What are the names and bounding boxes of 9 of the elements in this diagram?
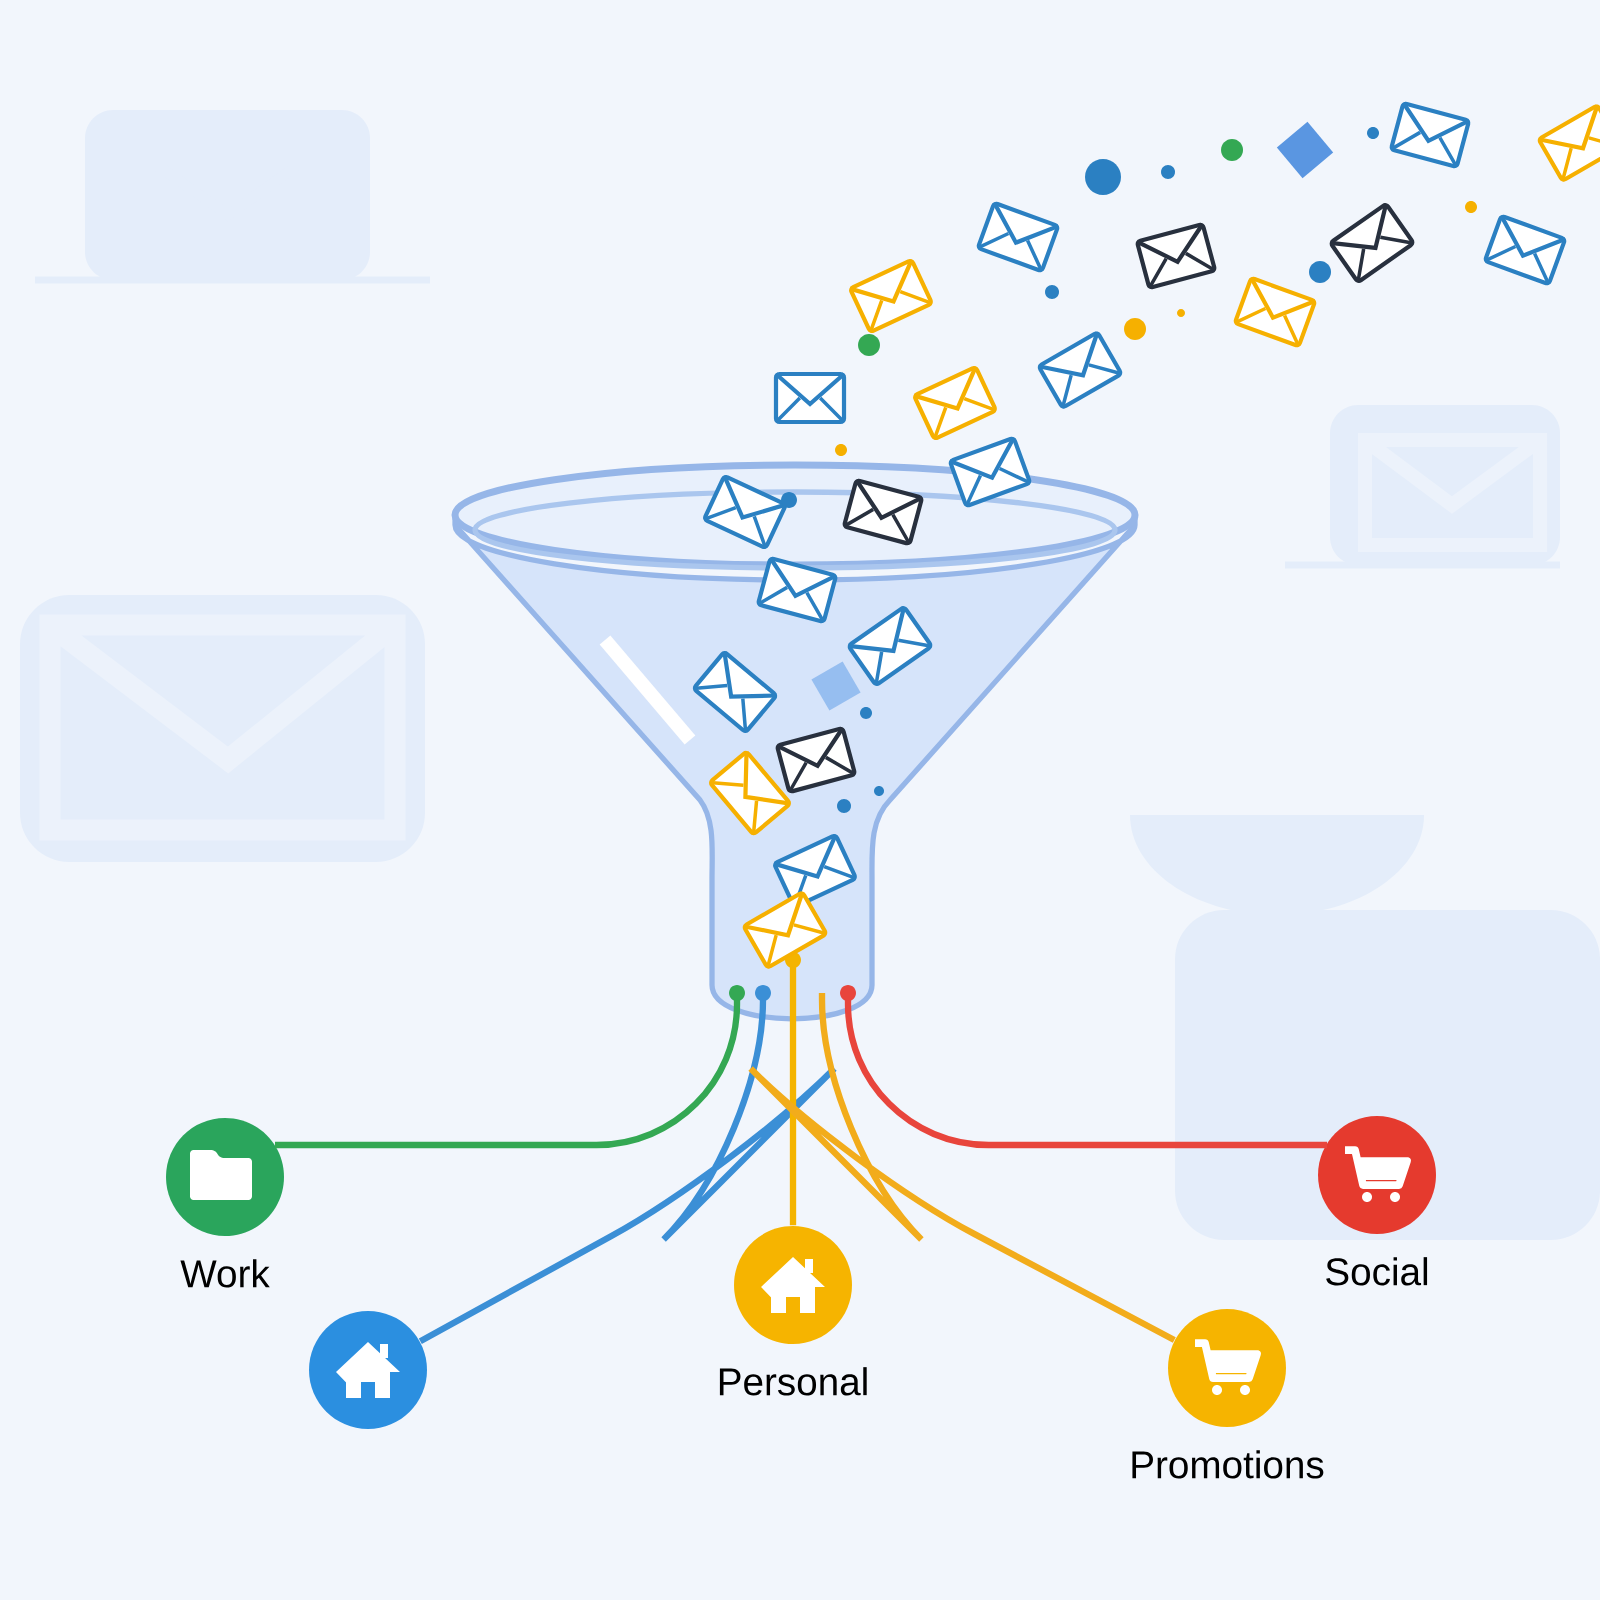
connector-line (418, 985, 838, 1344)
node-label: Promotions (1132, 1450, 1324, 1479)
node-label: Personal (719, 1367, 867, 1396)
node-label: Social (1326, 1257, 1428, 1286)
connector-line (840, 985, 1327, 1149)
connector-line (747, 992, 1176, 1343)
connector-line (275, 985, 745, 1149)
connector-line (785, 952, 801, 1226)
node-label: Work (180, 1259, 270, 1288)
